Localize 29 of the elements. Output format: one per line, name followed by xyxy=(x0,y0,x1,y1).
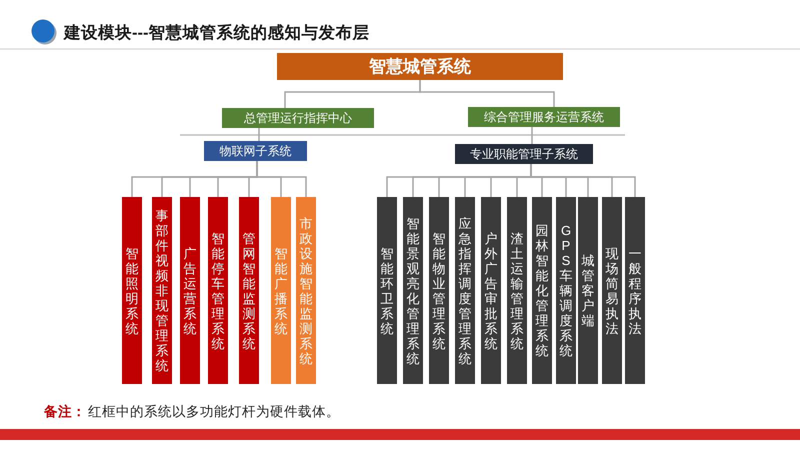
category-box: 总管理运行指挥中心 xyxy=(222,108,374,128)
note-text: 红框中的系统以多功能灯杆为硬件载体。 xyxy=(88,403,340,421)
system-column: 应急指挥调度管理系统 xyxy=(455,197,475,384)
system-column: 城管客户端 xyxy=(578,197,598,384)
system-column: 市政设施智能监测系统 xyxy=(296,197,316,384)
system-column: 事部件视频非现管理系统 xyxy=(152,197,172,384)
system-column: 一般程序执法 xyxy=(625,197,645,384)
system-column: 渣土运输管理系统 xyxy=(507,197,527,384)
system-column: 园林智能化管理系统 xyxy=(532,197,552,384)
subsystem-box: 专业职能管理子系统 xyxy=(455,144,593,164)
system-column: GPS车辆调度系统 xyxy=(556,197,576,384)
subsystem-box: 物联网子系统 xyxy=(204,141,307,161)
system-column: 智能环卫系统 xyxy=(377,197,397,384)
connector-line xyxy=(531,127,533,144)
system-column: 管网智能监测系统 xyxy=(239,197,259,384)
system-column: 智能停车管理系统 xyxy=(208,197,228,384)
top-box: 智慧城管系统 xyxy=(277,53,563,80)
category-box: 综合管理服务运营系统 xyxy=(468,107,620,127)
system-column: 智能广播系统 xyxy=(271,197,291,384)
connector-line xyxy=(419,80,555,107)
note-heading: 备注： xyxy=(44,403,86,421)
connector-line xyxy=(258,128,260,141)
system-column: 智能照明系统 xyxy=(122,197,142,384)
system-column: 户外广告审批系统 xyxy=(481,197,501,384)
system-column: 现场简易执法 xyxy=(602,197,622,384)
system-column: 智能物业管理系统 xyxy=(429,197,449,384)
slide-title: 建设模块---智慧城管系统的感知与发布层 xyxy=(64,22,370,44)
system-column: 智能景观亮化管理系统 xyxy=(403,197,423,384)
system-column: 广告运营系统 xyxy=(180,197,200,384)
